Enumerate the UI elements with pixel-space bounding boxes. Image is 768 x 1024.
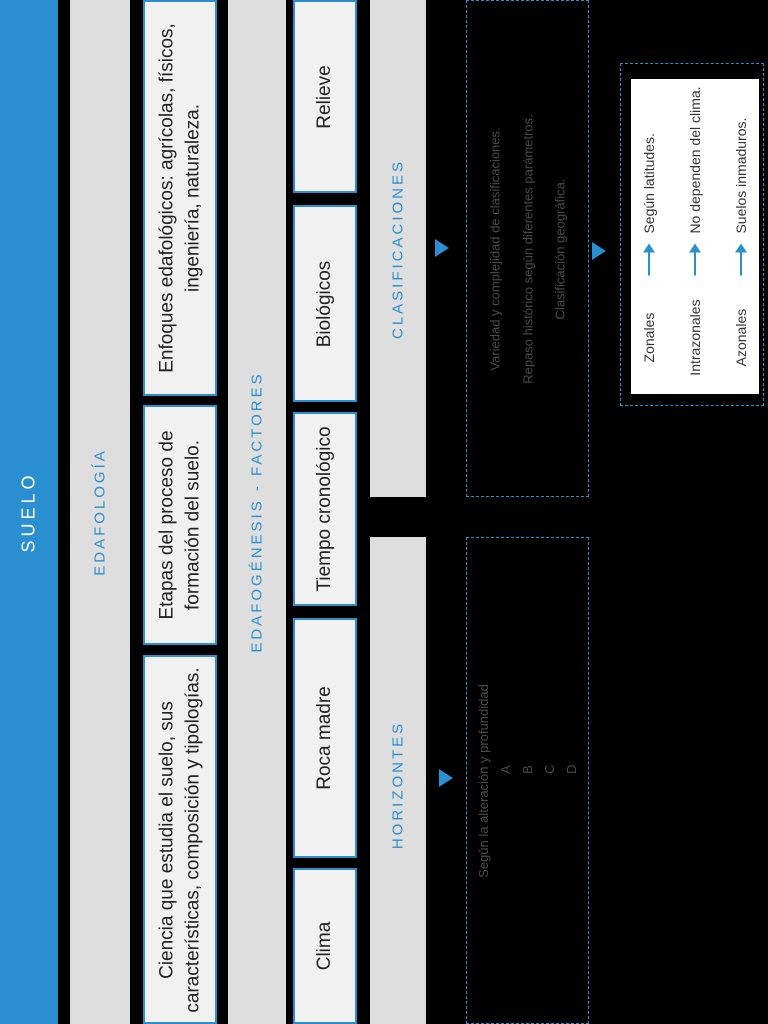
arrow-right-icon bbox=[648, 245, 650, 276]
horizon-item-c: C bbox=[541, 763, 557, 774]
factor-box-roca-madre: Roca madre bbox=[293, 618, 357, 858]
classification-desc: Según latitudes. bbox=[640, 132, 657, 234]
classification-desc: Suelos inmaduros. bbox=[732, 117, 749, 234]
suelo-column: SUELO bbox=[0, 0, 58, 1024]
factor-box-tiempo: Tiempo cronológico bbox=[293, 412, 357, 606]
page-title: SUELO bbox=[18, 471, 39, 553]
classification-desc: No dependen del clima. bbox=[686, 85, 703, 234]
clasificaciones-details: Variedad y complejidad de clasificacione… bbox=[479, 114, 577, 384]
clasificaciones-panel: CLASIFICACIONES bbox=[370, 0, 426, 497]
horizon-item-d: D bbox=[563, 763, 579, 774]
horizontes-panel: HORIZONTES bbox=[370, 537, 426, 1024]
classification-term: Intrazonales bbox=[686, 298, 703, 376]
clasificaciones-arrow-icon bbox=[435, 239, 449, 257]
edafologia-approaches-text: Enfoques edafológicos: agrícolas, físico… bbox=[156, 23, 203, 373]
arrow-right-icon bbox=[740, 245, 742, 276]
edafologia-definition-text: Ciencia que estudia el suelo, sus caract… bbox=[156, 666, 203, 1013]
factor-label: Clima bbox=[314, 921, 336, 971]
factor-label: Relieve bbox=[314, 64, 336, 129]
edafologia-stages-box: Etapas del proceso de formación del suel… bbox=[143, 405, 217, 645]
factor-box-relieve: Relieve bbox=[293, 0, 357, 193]
clasificaciones-line: Clasificación geográfica. bbox=[551, 178, 567, 319]
table-row: Zonales Según latitudes. bbox=[626, 86, 672, 387]
edafologia-approaches-box: Enfoques edafológicos: agrícolas, físico… bbox=[143, 0, 217, 396]
classification-types-arrow-icon bbox=[592, 242, 606, 260]
edafogenesis-header: EDAFOGÉNESIS - FACTORES bbox=[248, 371, 266, 653]
factor-label: Tiempo cronológico bbox=[314, 426, 336, 592]
edafogenesis-panel: EDAFOGÉNESIS - FACTORES bbox=[228, 0, 286, 1024]
horizon-item-a: A bbox=[497, 764, 513, 774]
table-row: Intrazonales No dependen del clima. bbox=[672, 86, 718, 387]
classification-term: Zonales bbox=[640, 312, 657, 362]
classification-types-panel: Zonales Según latitudes. Intrazonales No… bbox=[631, 79, 759, 394]
edafologia-header: EDAFOLOGÍA bbox=[91, 448, 109, 576]
table-row: Azonales Suelos inmaduros. bbox=[718, 86, 764, 387]
horizontes-description: Según la alteración y profundidad bbox=[475, 683, 491, 878]
classification-types-table: Zonales Según latitudes. Intrazonales No… bbox=[626, 86, 764, 387]
horizontes-arrow-icon bbox=[439, 769, 453, 787]
factor-label: Roca madre bbox=[314, 686, 336, 790]
arrow-right-icon bbox=[694, 245, 696, 276]
horizontes-header: HORIZONTES bbox=[389, 721, 407, 850]
horizon-item-b: B bbox=[519, 764, 535, 774]
edafologia-panel: EDAFOLOGÍA bbox=[70, 0, 130, 1024]
clasificaciones-line: Variedad y complejidad de clasificacione… bbox=[486, 126, 502, 371]
clasificaciones-header: CLASIFICACIONES bbox=[389, 158, 407, 339]
factor-box-biologicos: Biológicos bbox=[293, 205, 357, 402]
edafologia-definition-box: Ciencia que estudia el suelo, sus caract… bbox=[143, 655, 217, 1024]
clasificaciones-line: Repaso histórico según diferentes paráme… bbox=[519, 113, 535, 384]
horizontes-details: Según la alteración y profundidad A B C … bbox=[472, 684, 582, 878]
clasificaciones-details-box: Variedad y complejidad de clasificacione… bbox=[466, 0, 589, 497]
horizontes-details-box: Según la alteración y profundidad A B C … bbox=[466, 537, 589, 1024]
factor-label: Biológicos bbox=[314, 260, 336, 347]
edafologia-stages-text: Etapas del proceso de formación del suel… bbox=[156, 430, 203, 620]
factor-box-clima: Clima bbox=[293, 868, 357, 1024]
classification-types-box: Zonales Según latitudes. Intrazonales No… bbox=[620, 63, 764, 406]
classification-term: Azonales bbox=[732, 308, 749, 366]
